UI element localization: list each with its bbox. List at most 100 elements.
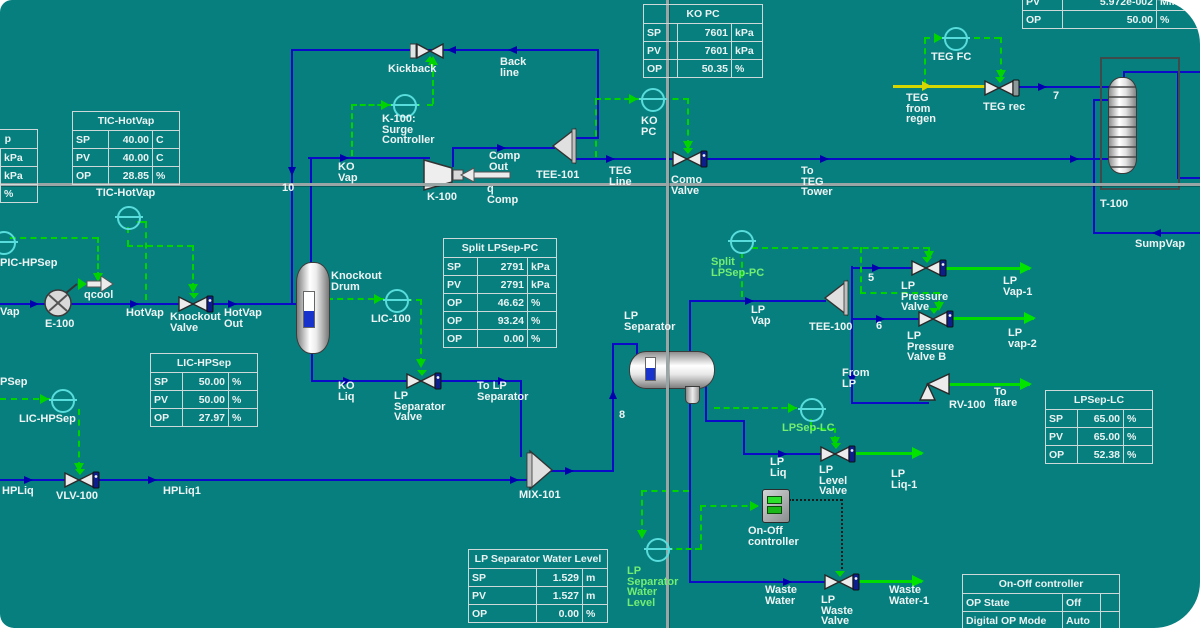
tee-100-icon[interactable] [823,279,849,317]
table-cell: kPa [732,42,762,60]
como-valve-icon[interactable] [672,148,708,170]
signal-line [687,98,689,146]
e-100-cooler-icon[interactable] [40,281,80,323]
on-off-indicator [767,496,782,504]
table-cell: SP [644,24,678,42]
stream-line [1177,177,1200,179]
table-cell: PV [469,587,537,605]
table-cell: OP [444,294,478,312]
k-100-compressor-icon[interactable] [422,158,468,192]
controller-lic-100-icon[interactable] [383,289,411,313]
flow-arrow [343,377,352,385]
label-lic-100: LIC-100 [371,313,411,325]
lp-waste-valve-icon[interactable] [824,571,860,593]
label-tee-100: TEE-100 [809,321,853,333]
knockout-valve-icon[interactable] [178,293,214,315]
label-teg-from-regen: TEG from regen [906,92,936,125]
table-cell: % [528,294,556,312]
controller-tic-hotvap-icon[interactable] [115,206,143,230]
label-lpsep-lc: LPSep-LC [782,422,835,434]
kickback-valve-icon[interactable] [410,40,446,62]
controller-lpsep-lc-icon[interactable] [798,398,826,422]
label-lp-sep-water-level: LP Separator Water Level [627,565,679,609]
table-cell: % [531,333,541,345]
label-lp-pressure-valve-b: LP Pressure Valve B [907,330,955,363]
table-cell: 65.00 [1078,410,1124,428]
signal-arrow [830,437,840,446]
signal-line [127,227,129,246]
lp-separator-vessel[interactable] [629,351,715,389]
label-ko-liq: KO Liq [338,380,355,403]
table-cell: % [229,391,257,409]
lp-pressure-valve-b-icon[interactable] [918,308,954,330]
lp-separator-valve-icon[interactable] [406,370,442,392]
t-100-column-vessel[interactable] [1108,77,1137,174]
signal-line [714,407,797,409]
lpsep-level-gauge-fill [645,368,656,381]
label-lp-waste-valve: LP Waste Valve [821,594,853,627]
controller-k100-surge-icon[interactable] [391,94,419,118]
stream-line [612,343,614,471]
rv-100-relief-valve-icon[interactable] [918,370,952,402]
label-t-100: T-100 [1100,198,1129,210]
controller-teg-fc-icon[interactable] [942,27,970,51]
stream-line [689,581,831,583]
vlv-100-valve-icon[interactable] [64,469,100,491]
knockout-drum-vessel[interactable] [296,262,330,354]
controller-ko-pc-icon[interactable] [639,88,667,112]
flow-arrow [1070,155,1079,163]
product-line [946,383,1030,386]
controller-lic-hpsep-icon[interactable] [49,389,77,413]
table-cell: kPa [1,149,37,167]
lp-level-valve-icon[interactable] [820,443,856,465]
table-cell: % [1127,449,1137,461]
stream-line [0,479,528,481]
stream-line [851,318,925,320]
label-k-100: K-100 [427,191,457,203]
teg-rec-valve-icon[interactable] [984,77,1020,99]
signal-arrow [629,94,638,104]
signal-arrow [374,294,383,304]
controller-pic-hpsep-icon[interactable] [0,231,18,255]
label-lp-liq-1: LP Liq-1 [891,468,918,491]
table-cell: OP [1023,11,1063,28]
controller-lp-sep-water-level-icon[interactable] [644,538,672,562]
table-cell: OP [644,60,678,77]
signal-line [351,104,353,156]
signal-line [641,490,643,535]
tee-101-icon[interactable] [551,127,577,165]
controller-split-lpsep-pc-icon[interactable] [728,230,756,254]
label-mix-101: MIX-101 [519,489,561,501]
table-cell: % [1160,14,1170,26]
signal-line [667,548,701,550]
stream-line [689,300,691,353]
table-cell: % [1124,410,1152,428]
qcool-energy-arrow-icon[interactable] [78,276,114,292]
pane-divider-horizontal[interactable] [0,183,1200,186]
teg-feed-line [893,85,990,88]
label-qcool: qcool [84,289,114,301]
onoff-signal-line [789,499,842,501]
signal-arrow [924,251,934,260]
table-cell: 46.62 [478,294,528,312]
lp-pressure-valve-icon[interactable] [911,257,947,279]
signal-arrow [637,530,647,539]
q-comp-energy-arrow-icon[interactable] [460,167,512,183]
signal-line [641,490,689,492]
pane-divider-vertical[interactable] [666,0,669,628]
table-teg-fc[interactable]: PV5.972e-002MMSCMDOP50.00% [1022,0,1200,29]
mix-101-icon[interactable] [526,448,554,492]
table-cell: PV [444,276,478,294]
